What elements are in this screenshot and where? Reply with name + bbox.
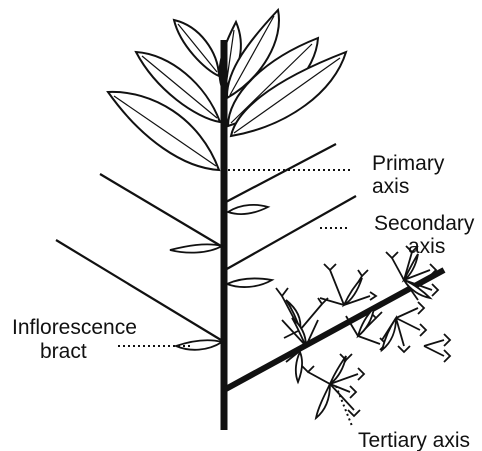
branch-upper-right <box>224 144 336 203</box>
label-primary-axis: axis <box>372 175 409 198</box>
bract-4 <box>176 340 222 349</box>
label-inflorescence: Inflorescence <box>12 316 137 339</box>
branch-upper-left <box>100 174 221 246</box>
labels: Primary axis Secondary axis Inflorescenc… <box>12 152 475 451</box>
tertiary-clusters <box>276 246 450 418</box>
label-bract: bract <box>40 340 87 363</box>
secondary-branches <box>56 144 356 340</box>
bract-2 <box>170 244 222 252</box>
label-primary: Primary <box>372 152 445 175</box>
bract-3 <box>227 279 272 288</box>
label-secondary: Secondary <box>374 212 475 235</box>
label-tertiary-axis: Tertiary axis <box>358 429 470 451</box>
leaf-top-left <box>174 20 219 76</box>
bract-1 <box>228 205 268 214</box>
label-secondary-axis: axis <box>408 235 445 258</box>
